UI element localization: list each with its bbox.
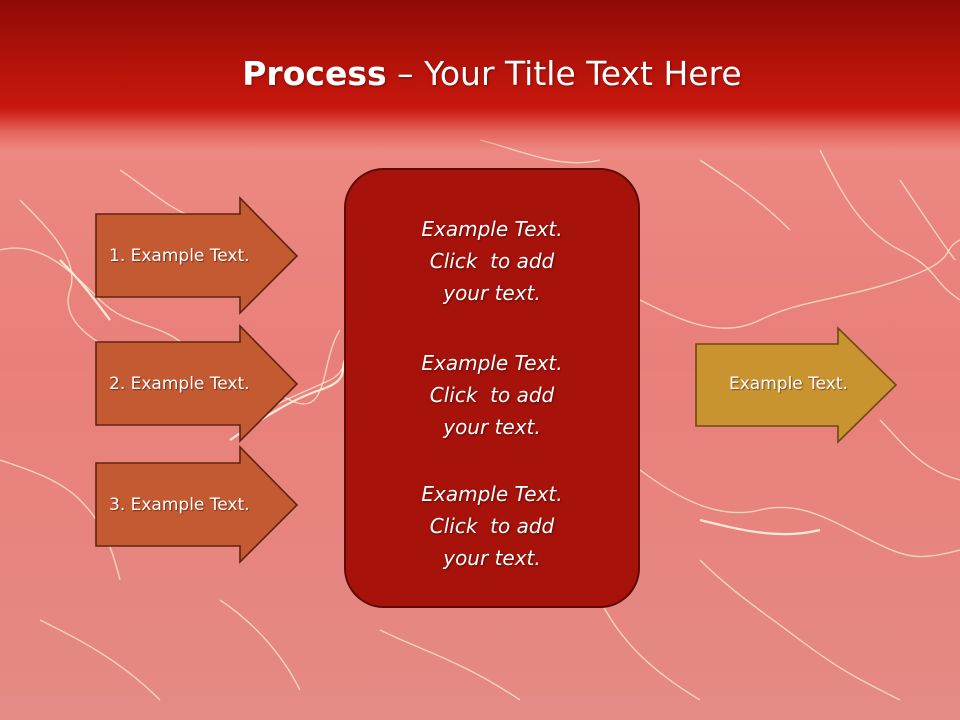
title-rest: – Your Title Text Here	[386, 54, 742, 93]
input-arrow-3-label: 3. Example Text.	[109, 495, 250, 515]
process-block-3-line2: Click to add	[429, 514, 555, 538]
process-block-1-line1: Example Text.	[421, 217, 563, 241]
process-block-3[interactable]: Example Text. Click to add your text.	[344, 478, 640, 574]
process-block-2-line1: Example Text.	[421, 351, 563, 375]
process-block-2[interactable]: Example Text. Click to add your text.	[344, 347, 640, 443]
page-title: Process – Your Title Text Here	[0, 52, 960, 96]
title-bar	[0, 0, 960, 150]
process-block-1-line2: Click to add	[429, 249, 555, 273]
process-block-2-line3: your text.	[443, 415, 541, 439]
input-arrow-3[interactable]	[95, 445, 299, 564]
process-block-1[interactable]: Example Text. Click to add your text.	[344, 213, 640, 309]
process-box[interactable]	[344, 168, 640, 608]
input-arrow-2[interactable]	[95, 324, 299, 443]
output-arrow-label: Example Text.	[729, 374, 848, 394]
process-block-1-line3: your text.	[443, 281, 541, 305]
process-block-2-line2: Click to add	[429, 383, 555, 407]
process-block-3-line3: your text.	[443, 546, 541, 570]
process-block-3-line1: Example Text.	[421, 482, 563, 506]
output-arrow[interactable]	[695, 326, 898, 444]
input-arrow-1[interactable]	[95, 196, 299, 315]
title-bold: Process	[242, 54, 387, 93]
input-arrow-1-label: 1. Example Text.	[109, 246, 250, 266]
input-arrow-2-label: 2. Example Text.	[109, 374, 250, 394]
